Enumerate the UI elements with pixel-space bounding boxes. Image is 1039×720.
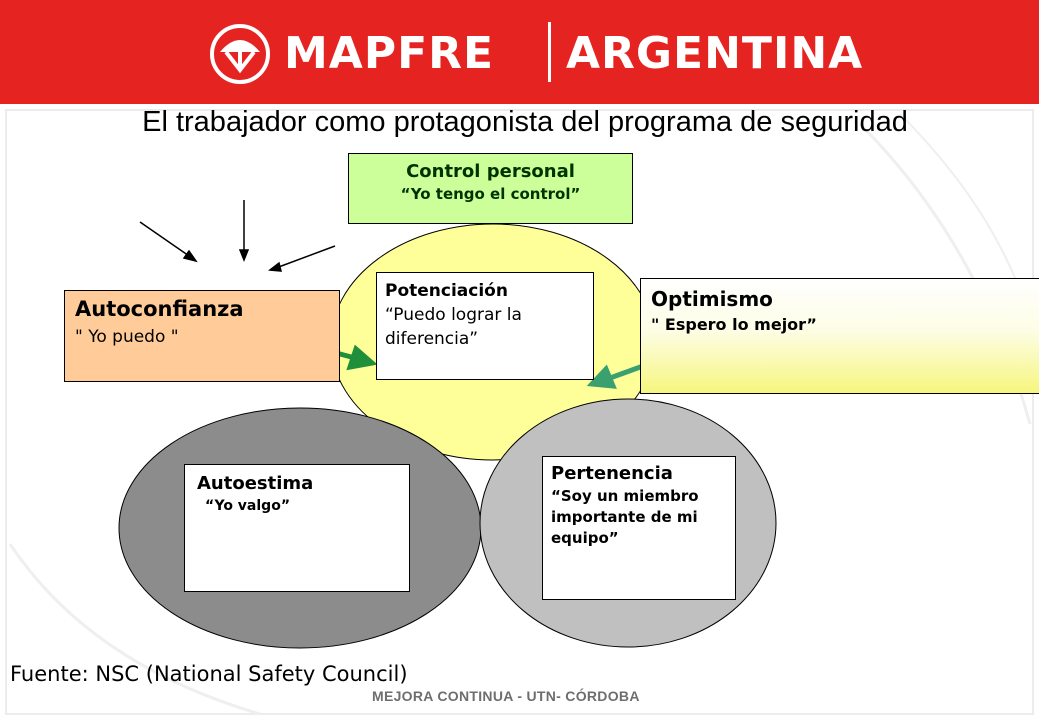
potenciacion-box: Potenciación “Puedo lograr la diferencia… — [376, 272, 594, 380]
pertenencia-quote: “Soy un miembro importante de mi equipo” — [551, 487, 699, 547]
slide-title: El trabajador como protagonista del prog… — [142, 106, 908, 138]
autoconfianza-title: Autoconfianza — [75, 297, 244, 321]
header-band: MAPFRE ARGENTINA — [0, 0, 1039, 104]
optimismo-title: Optimismo — [651, 287, 773, 311]
pointer-arrows — [139, 200, 336, 272]
pertenencia-box: Pertenencia “Soy un miembro importante d… — [542, 456, 736, 600]
autoconfianza-box: Autoconfianza " Yo puedo " — [64, 290, 340, 382]
control-personal-box: Control personal “Yo tengo el control” — [348, 153, 633, 224]
potenciacion-quote: “Puedo lograr la diferencia” — [385, 305, 522, 349]
autoestima-box: Autoestima “Yo valgo” — [184, 464, 410, 592]
brand-name: MAPFRE — [284, 28, 495, 79]
autoestima-quote: “Yo valgo” — [205, 498, 291, 514]
brand-divider — [548, 22, 551, 82]
pertenencia-title: Pertenencia — [551, 463, 673, 484]
autoconfianza-quote: " Yo puedo " — [75, 327, 179, 347]
footer-caption: MEJORA CONTINUA - UTN- CÓRDOBA — [372, 688, 640, 704]
source-note: Fuente: NSC (National Safety Council) — [10, 662, 408, 686]
autoestima-title: Autoestima — [197, 473, 314, 494]
mapfre-logo-icon — [210, 24, 270, 84]
brand-region: ARGENTINA — [566, 28, 864, 79]
potenciacion-title: Potenciación — [385, 281, 508, 301]
control-personal-title: Control personal — [406, 161, 575, 182]
control-personal-quote: “Yo tengo el control” — [400, 185, 581, 203]
optimismo-box: Optimismo " Espero lo mejor” — [640, 278, 1039, 394]
optimismo-quote: " Espero lo mejor” — [651, 315, 817, 334]
